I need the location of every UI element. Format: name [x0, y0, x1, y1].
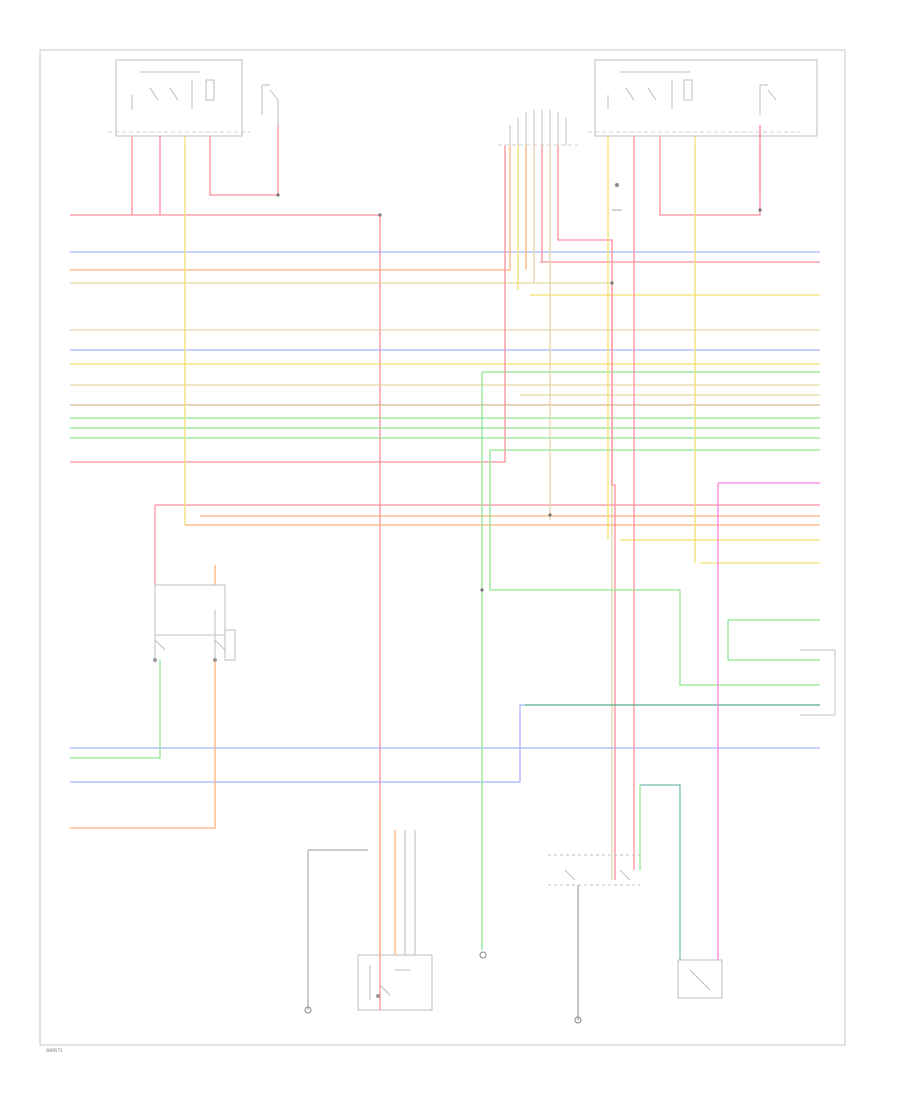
wire-red-37: [557, 145, 616, 880]
splice-dot: [758, 208, 762, 212]
top-left-relay: [261, 84, 279, 125]
wire-green-46: [727, 620, 820, 661]
right-switch-bracket: [800, 649, 836, 716]
bottom-left-sensor: [304, 849, 368, 1014]
wire-layer: [70, 125, 820, 1010]
wire-blue-26: [70, 704, 820, 783]
fuel-pump-module-box: [357, 954, 433, 1011]
splice-dot: [548, 513, 552, 517]
wire-green-44: [489, 450, 820, 686]
splice-dot: [276, 193, 280, 197]
bottom-center-switch: [548, 854, 640, 1024]
splice-dot: [480, 588, 484, 592]
top-right-module-box: [594, 59, 818, 137]
top-left-connector: [108, 59, 250, 137]
wire-orange-27: [70, 660, 216, 829]
top-right-module: [588, 59, 818, 137]
wire-teal-50: [640, 784, 681, 960]
wire-red-17: [70, 145, 506, 463]
bottom-right-sensor: [677, 959, 723, 999]
footer-code: W89571: [46, 1048, 63, 1053]
wire-red-40: [659, 125, 761, 216]
bottom-right-sensor-box: [677, 959, 723, 999]
wire-red-31: [209, 125, 279, 196]
top-center-connector: [498, 110, 578, 146]
splice-dot: [378, 213, 382, 217]
fuel-pump-module: [357, 954, 433, 1011]
wire-green-25: [70, 660, 161, 759]
splice-dot: [610, 281, 614, 285]
ground-symbol-1: [612, 183, 622, 211]
mid-left-relay: [153, 584, 236, 662]
bottom-sensor-small: [479, 951, 487, 959]
wire-orange-3: [70, 145, 511, 271]
diagram-frame: [39, 49, 846, 1046]
top-left-connector-box: [115, 59, 243, 137]
